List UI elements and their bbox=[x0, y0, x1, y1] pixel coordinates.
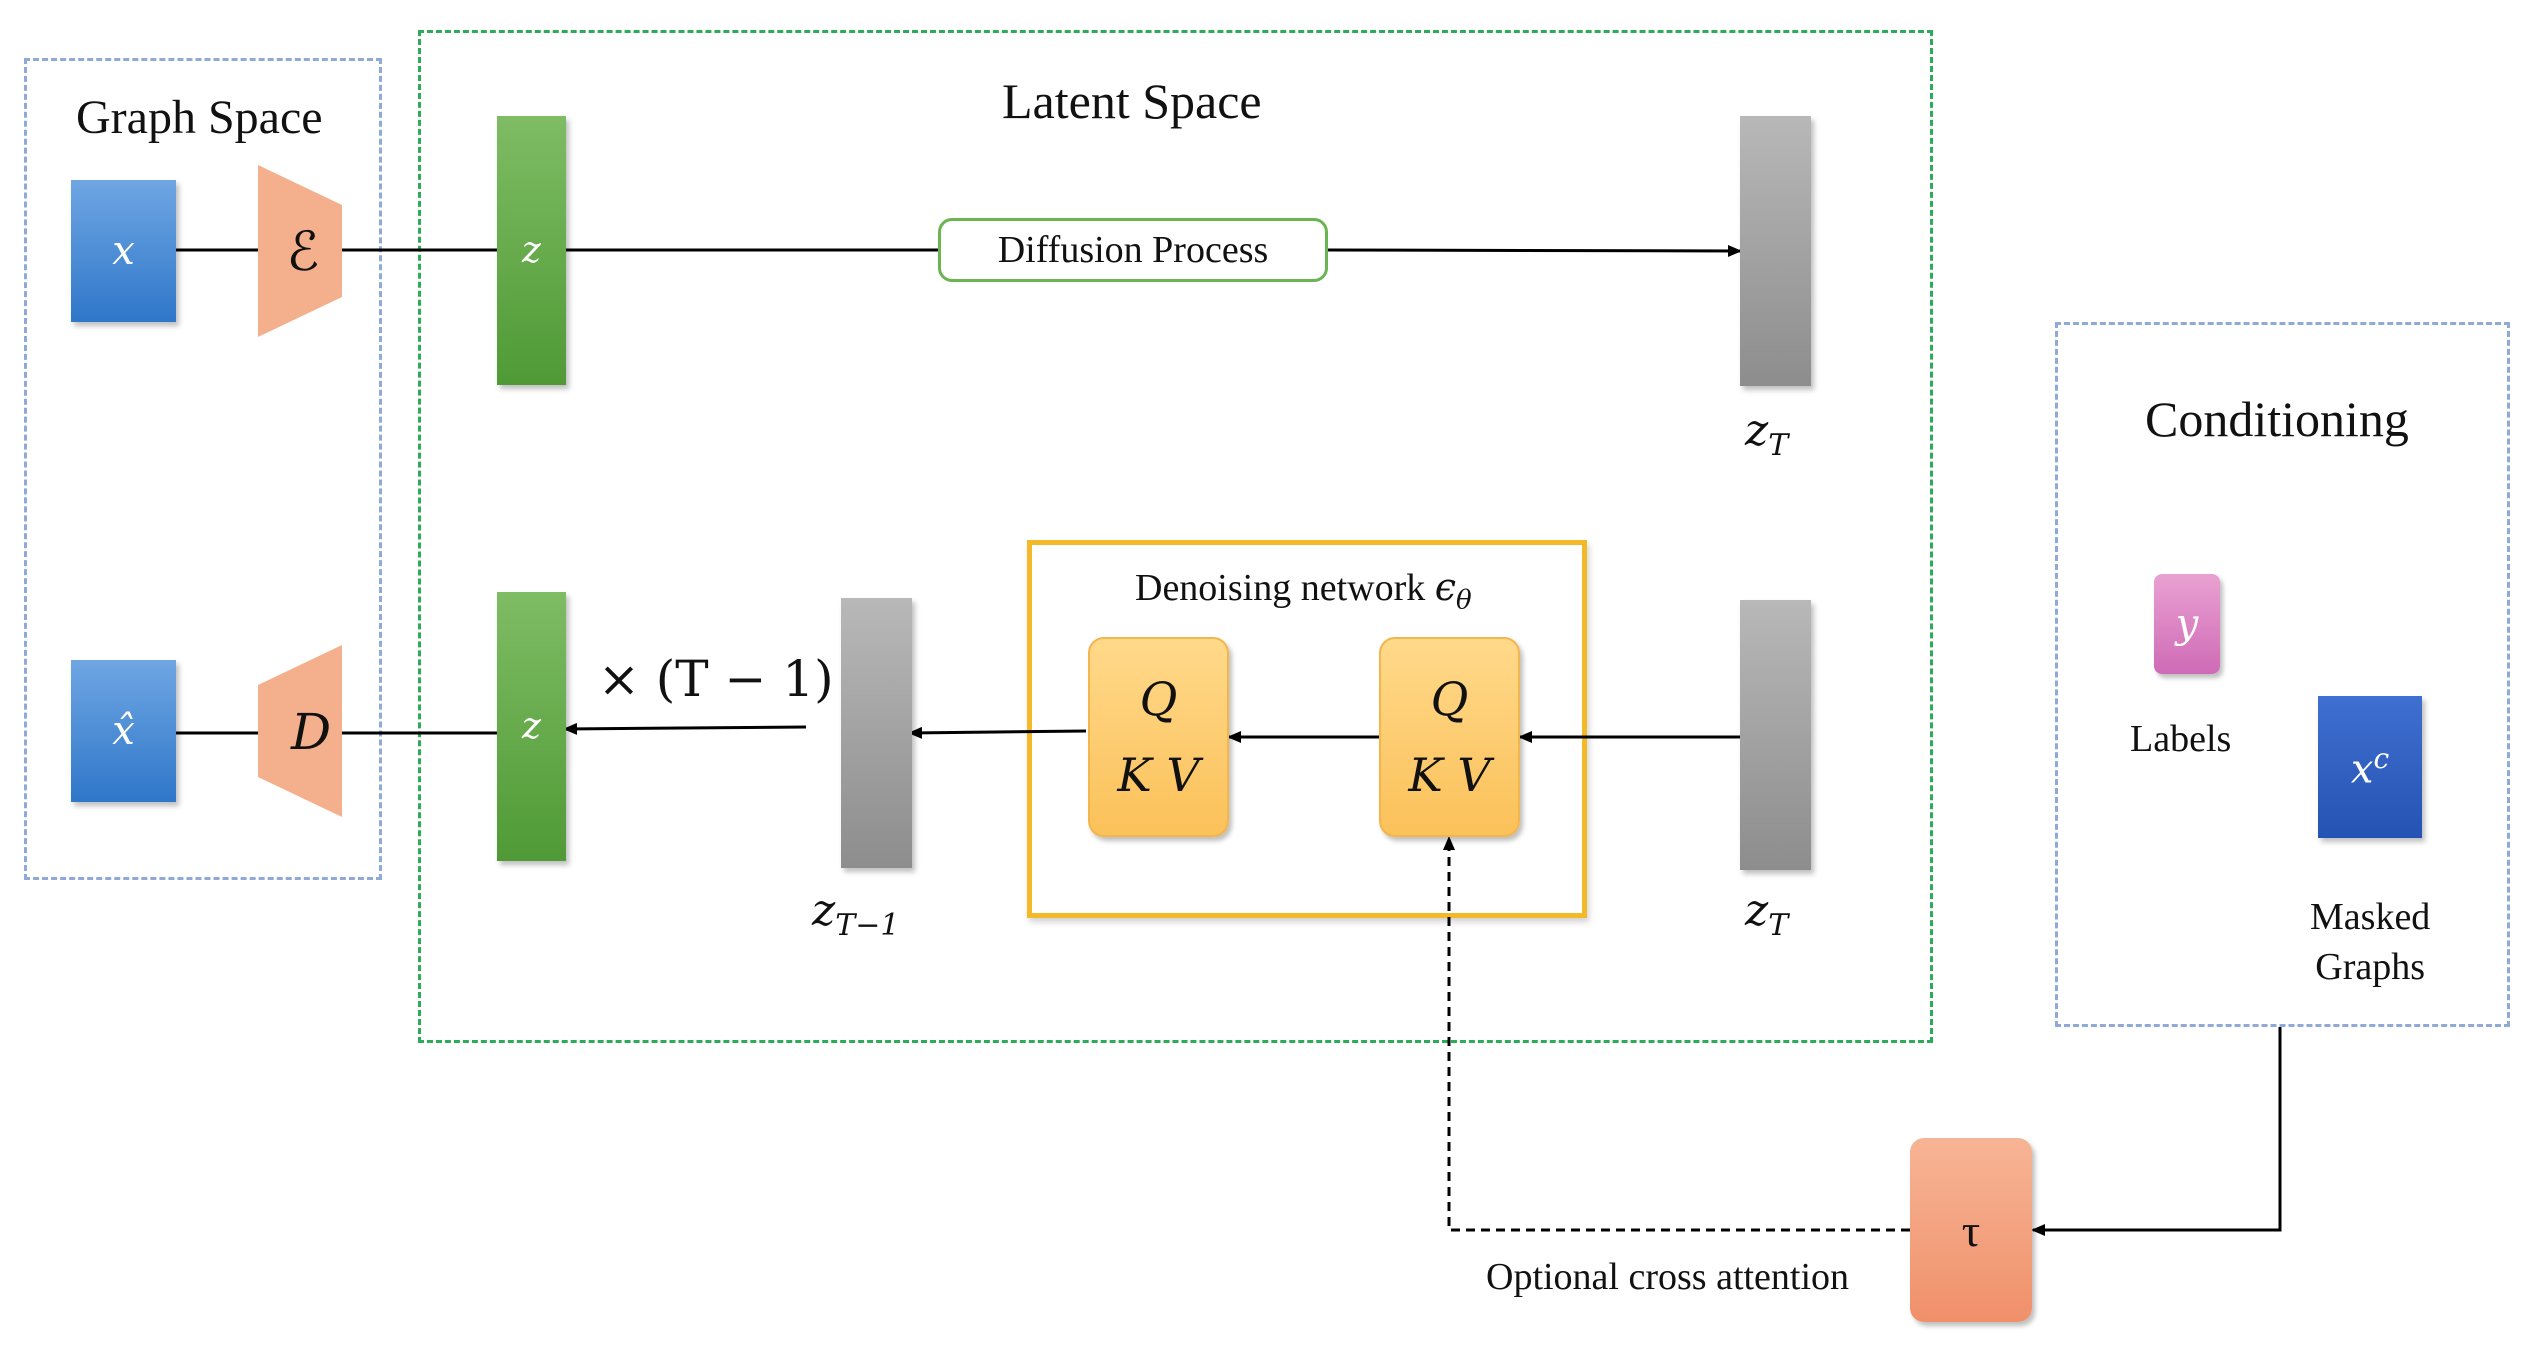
masked-graphs-caption: Masked Graphs bbox=[2310, 892, 2430, 992]
qkv2-q: Q bbox=[1430, 672, 1469, 726]
tau-label: τ bbox=[1961, 1204, 1981, 1256]
encoder-label: ℰ bbox=[286, 220, 320, 283]
masked-caption-line1: Masked bbox=[2310, 896, 2431, 938]
latent-zT-top bbox=[1740, 116, 1811, 386]
denoising-title-text: Denoising network bbox=[1135, 567, 1426, 609]
xc-sup: c bbox=[2373, 741, 2390, 775]
zT-top-label: zT bbox=[1745, 405, 1789, 463]
repeat-label: × (T − 1) bbox=[598, 650, 834, 708]
latent-zT-minus-1 bbox=[841, 598, 912, 868]
y-label: y bbox=[2175, 601, 2199, 647]
input-graph-x: x bbox=[71, 180, 176, 322]
qkv2-kv: K V bbox=[1408, 748, 1491, 802]
zT-minus-1-sub: T−1 bbox=[835, 907, 900, 943]
qkv1-q: Q bbox=[1139, 672, 1178, 726]
latent-z-top: z bbox=[497, 116, 566, 385]
denoising-network-title: Denoising network ϵθ bbox=[1135, 565, 1472, 616]
masked-caption-line2: Graphs bbox=[2315, 946, 2426, 988]
arrow-conditioning-tau bbox=[2031, 1027, 2282, 1236]
z-bottom-label: z bbox=[522, 706, 541, 747]
zT-top-sub: T bbox=[1768, 427, 1789, 463]
x-hat-label: x̂ bbox=[112, 708, 135, 754]
zT-bottom-sub: T bbox=[1768, 907, 1789, 943]
label-y-card: y bbox=[2154, 574, 2220, 674]
tau-encoder: τ bbox=[1910, 1138, 2032, 1322]
decoder-shape bbox=[258, 645, 342, 817]
z-top-label: z bbox=[522, 230, 541, 271]
decoder-label: D bbox=[290, 703, 332, 761]
masked-graph-xc: xc bbox=[2318, 696, 2422, 838]
graph-space-title: Graph Space bbox=[76, 91, 323, 144]
graph-space-region bbox=[24, 58, 382, 880]
arrow-diffusion-zT bbox=[1326, 244, 1742, 257]
latent-z-bottom: z bbox=[497, 592, 566, 861]
denoising-network-box bbox=[1027, 540, 1587, 918]
conditioning-title: Conditioning bbox=[2145, 391, 2409, 447]
conditioning-region bbox=[2055, 322, 2510, 1027]
labels-caption: Labels bbox=[2130, 718, 2232, 760]
zT-bottom-label: zT bbox=[1745, 885, 1789, 943]
arrow-tau-cross-attention bbox=[1443, 836, 1910, 1232]
diffusion-process-box: Diffusion Process bbox=[938, 218, 1328, 282]
cross-attention-caption: Optional cross attention bbox=[1486, 1256, 1850, 1298]
zT-minus-1-label: zT−1 bbox=[812, 885, 900, 943]
encoder-shape bbox=[258, 165, 342, 337]
denoising-symbol: ϵ bbox=[1434, 565, 1457, 609]
latent-zT-bottom bbox=[1740, 600, 1811, 870]
latent-space-title: Latent Space bbox=[1002, 73, 1262, 129]
xc-label: xc bbox=[2350, 741, 2390, 793]
reconstructed-graph-x-hat: x̂ bbox=[71, 660, 176, 802]
latent-space-region bbox=[418, 30, 1933, 1043]
qkv1-kv: K V bbox=[1117, 748, 1200, 802]
diffusion-process-label: Diffusion Process bbox=[997, 229, 1269, 271]
qkv-block-2: Q K V bbox=[1379, 637, 1520, 837]
denoising-symbol-sub: θ bbox=[1456, 585, 1472, 616]
qkv-block-1: Q K V bbox=[1088, 637, 1229, 837]
arrow-repeat-z bbox=[563, 722, 807, 735]
x-label: x bbox=[112, 228, 135, 274]
arrow-qkv1-zT1 bbox=[908, 726, 1087, 739]
